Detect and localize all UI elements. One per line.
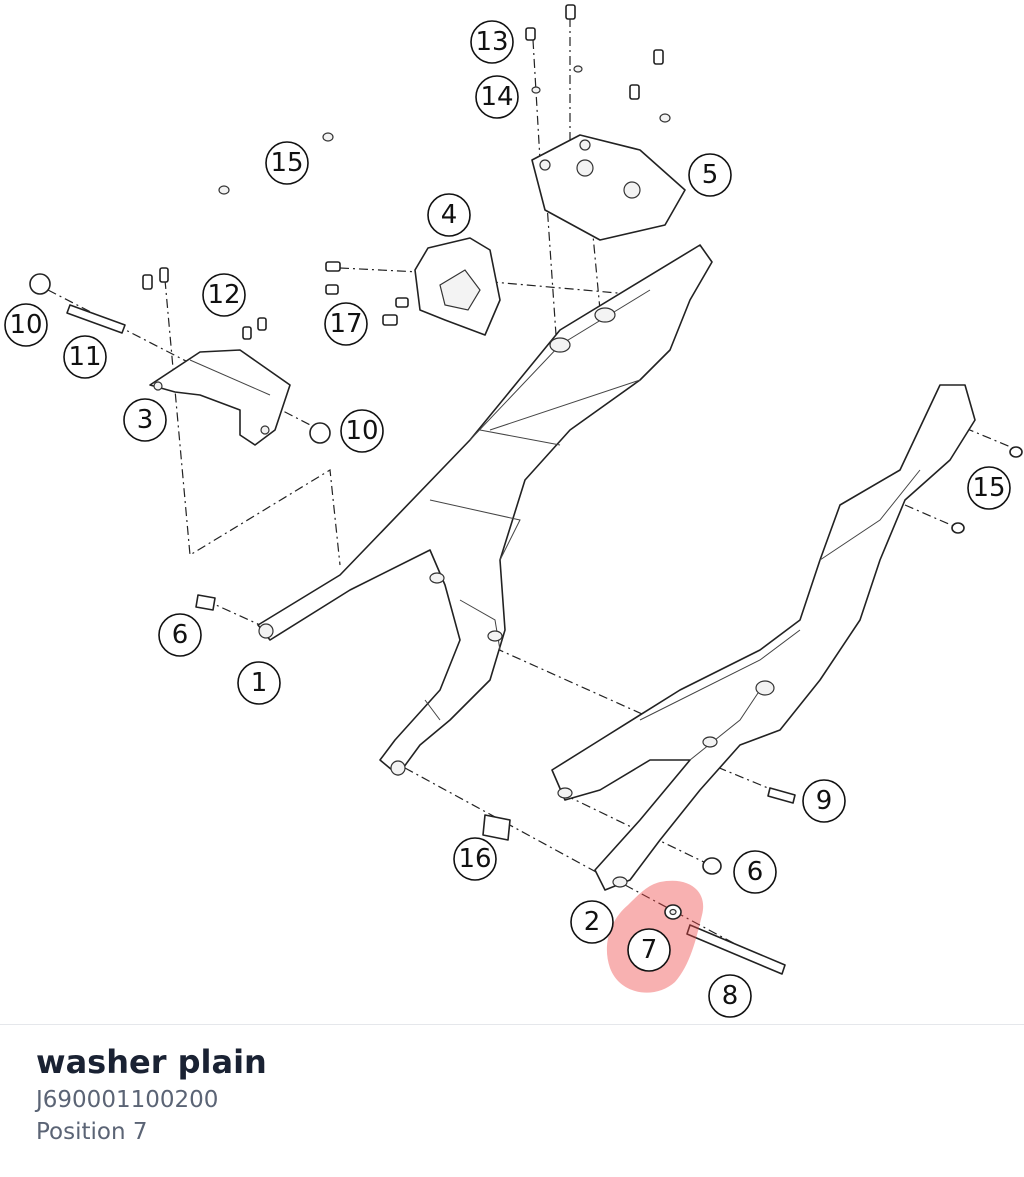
svg-text:8: 8 (722, 981, 739, 1011)
callout-16[interactable]: 16 (453, 837, 497, 881)
part-number: J690001100200 (36, 1087, 219, 1113)
callout-14[interactable]: 14 (475, 75, 519, 119)
subframe-part-2 (551, 384, 976, 891)
svg-text:7: 7 (641, 935, 658, 965)
plate-part-4 (414, 237, 501, 336)
svg-text:6: 6 (172, 620, 189, 650)
svg-text:3: 3 (137, 405, 154, 435)
frame-part-1 (257, 244, 713, 776)
svg-text:10: 10 (345, 416, 378, 446)
svg-text:9: 9 (816, 786, 833, 816)
callout-9[interactable]: 9 (802, 779, 846, 823)
part-name: washer plain (36, 1043, 267, 1081)
callout-2[interactable]: 2 (570, 900, 614, 944)
svg-text:17: 17 (329, 309, 362, 339)
callouts: 13 14 5 15 4 12 17 10 11 3 10 15 6 1 9 1… (4, 20, 1011, 1018)
callout-8[interactable]: 8 (708, 974, 752, 1018)
callout-10-right[interactable]: 10 (340, 409, 384, 453)
svg-text:15: 15 (270, 148, 303, 178)
exploded-parts-diagram: 13 14 5 15 4 12 17 10 11 3 10 15 6 1 9 1… (4, 4, 1023, 1018)
bracket-part-3 (149, 349, 291, 446)
callout-6-left[interactable]: 6 (158, 613, 202, 657)
part-position: Position 7 (36, 1119, 148, 1145)
callout-15-right[interactable]: 15 (967, 466, 1011, 510)
callout-11[interactable]: 11 (63, 335, 107, 379)
callout-3[interactable]: 3 (123, 398, 167, 442)
callout-12[interactable]: 12 (202, 273, 246, 317)
caption-divider (0, 1024, 1024, 1025)
callout-13[interactable]: 13 (470, 20, 514, 64)
callout-5[interactable]: 5 (688, 153, 732, 197)
callout-15-top[interactable]: 15 (265, 141, 309, 185)
fasteners (29, 4, 1023, 975)
svg-text:10: 10 (9, 310, 42, 340)
callout-6-right[interactable]: 6 (733, 850, 777, 894)
svg-text:2: 2 (584, 907, 601, 937)
svg-text:12: 12 (207, 280, 240, 310)
callout-7[interactable]: 7 (627, 928, 671, 972)
svg-text:4: 4 (441, 200, 458, 230)
callout-10-left[interactable]: 10 (4, 303, 48, 347)
svg-text:15: 15 (972, 473, 1005, 503)
svg-text:1: 1 (251, 668, 268, 698)
callout-4[interactable]: 4 (427, 193, 471, 237)
callout-17[interactable]: 17 (324, 302, 368, 346)
svg-text:14: 14 (480, 82, 513, 112)
callout-1[interactable]: 1 (237, 661, 281, 705)
svg-text:6: 6 (747, 857, 764, 887)
svg-text:5: 5 (702, 160, 719, 190)
svg-text:13: 13 (475, 27, 508, 57)
svg-text:16: 16 (458, 844, 491, 874)
part-caption: washer plain J690001100200 Position 7 (36, 1040, 267, 1148)
svg-text:11: 11 (68, 342, 101, 372)
top-plate-part-5 (531, 134, 686, 241)
